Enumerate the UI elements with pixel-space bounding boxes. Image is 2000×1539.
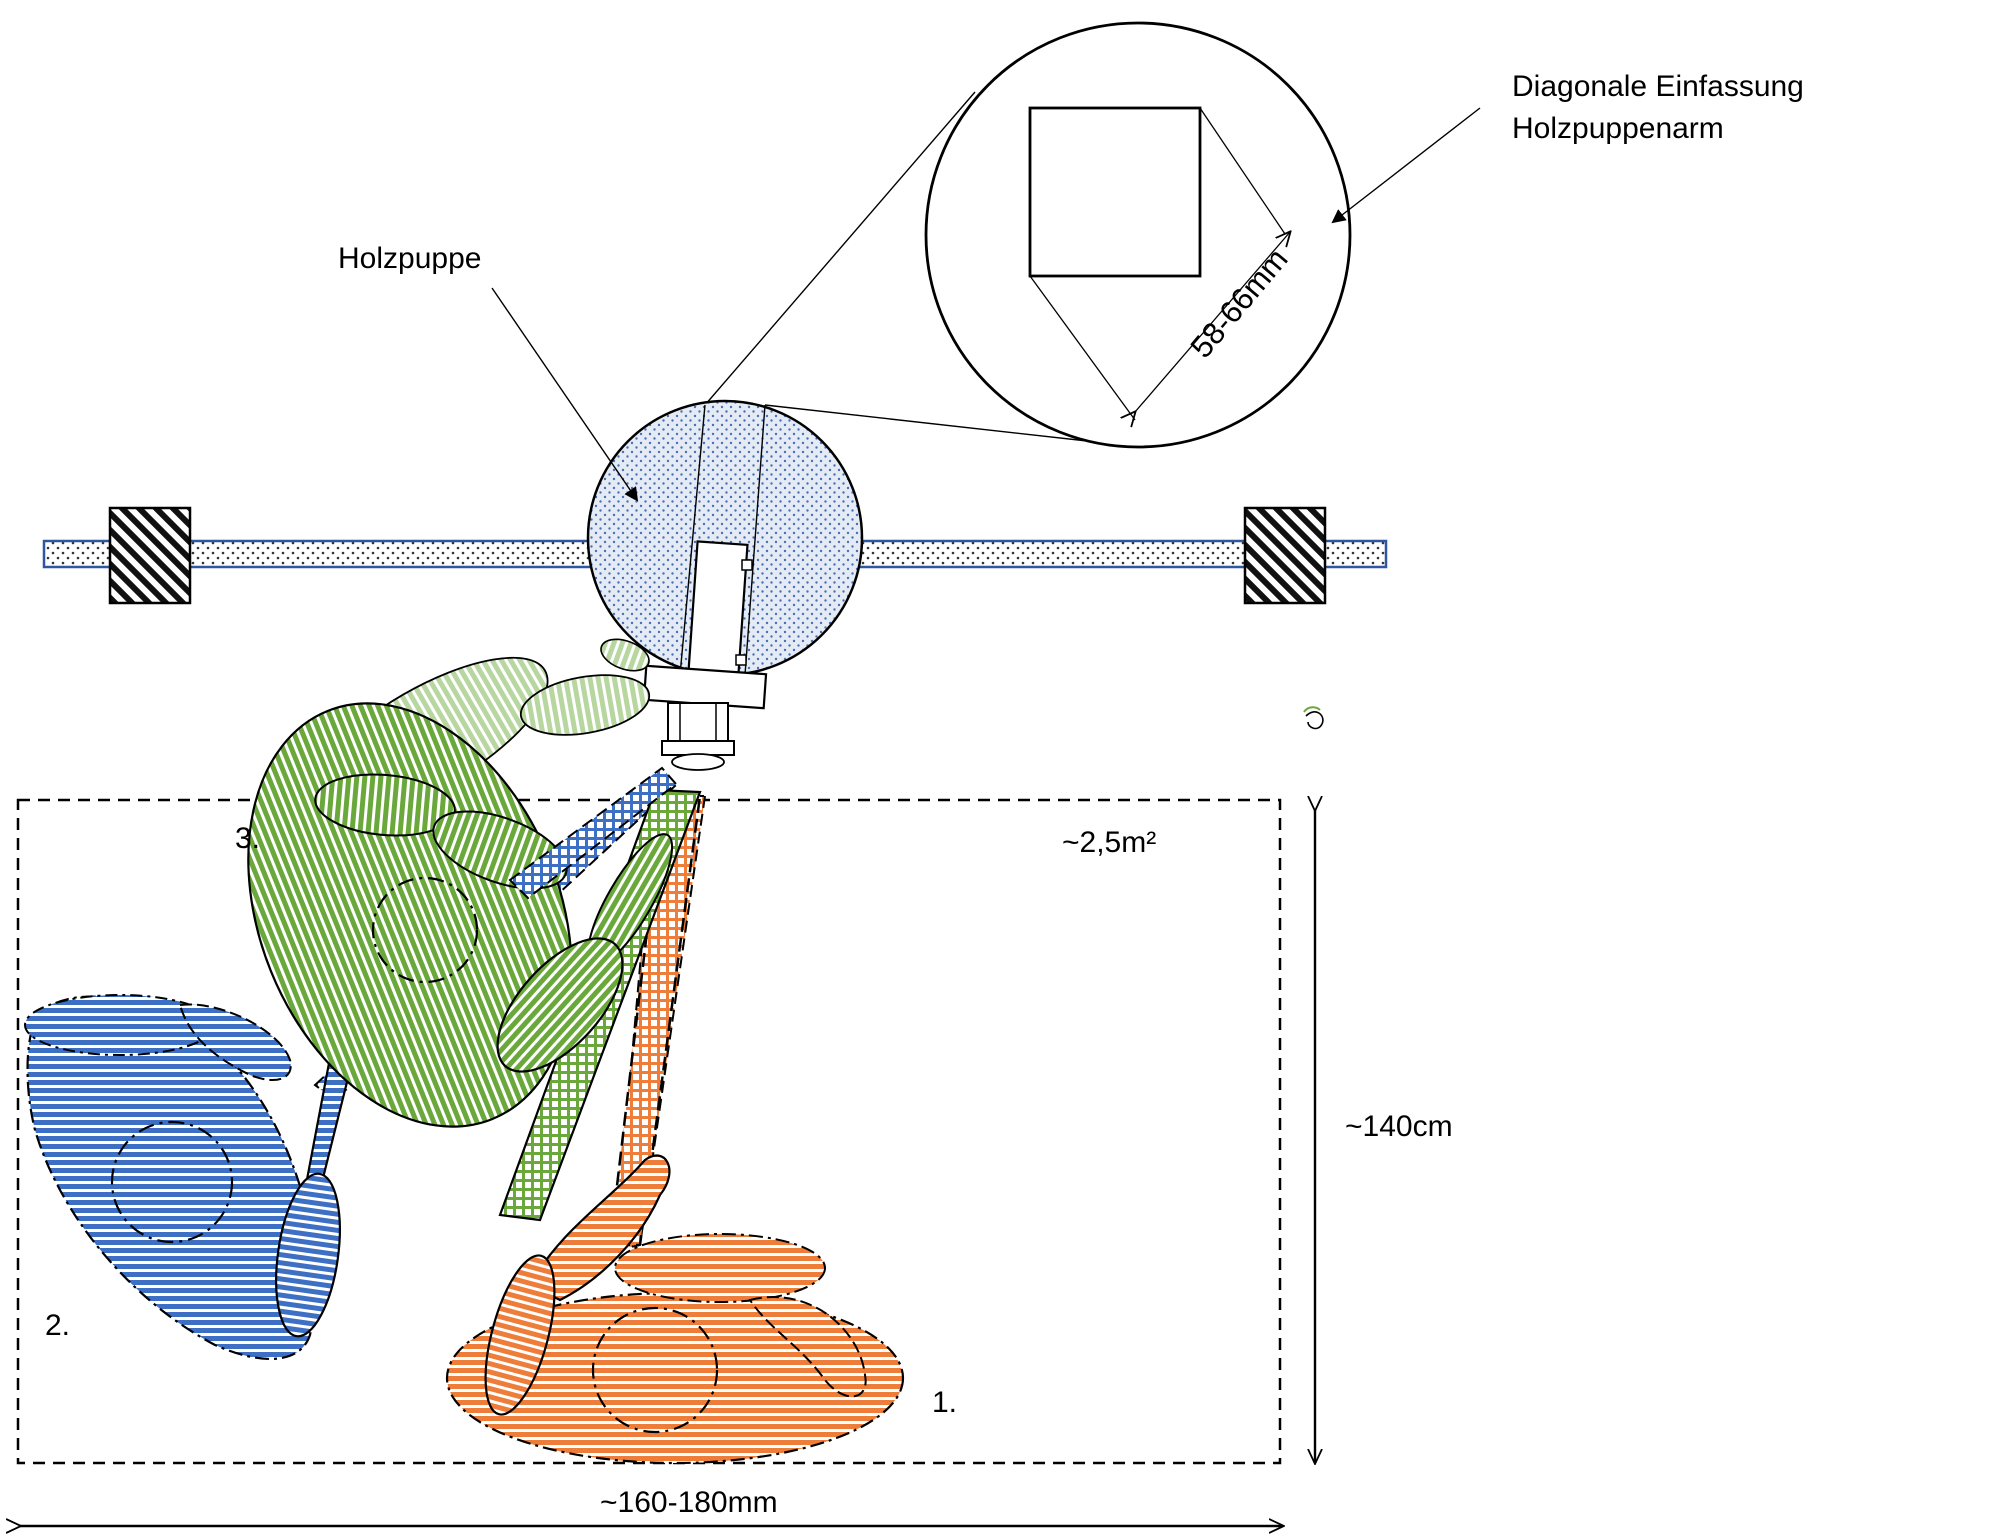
zoom-line-left — [704, 91, 976, 406]
rail-bracket-right — [1243, 506, 1327, 605]
position-3-label: 3. — [235, 822, 260, 855]
detail-title-line1: Diagonale Einfassung — [1512, 70, 1804, 103]
position-1-label: 1. — [932, 1386, 957, 1419]
person-1-shoulder — [528, 1154, 671, 1302]
dummy-arm-socket-notch-1 — [741, 559, 753, 571]
width-label: ~160-180mm — [600, 1486, 778, 1519]
dummy-arm-tip — [671, 753, 725, 771]
small-marker — [1303, 706, 1324, 730]
person-3-green — [247, 638, 702, 1222]
dummy-arm-socket-notch-2 — [735, 654, 747, 666]
detail-callout-arrow — [1331, 107, 1481, 224]
person-1-orange — [445, 794, 905, 1465]
dummy-arm-joint — [667, 702, 729, 742]
person-2-arm-top — [508, 766, 678, 900]
person-3-forearm-light — [519, 674, 651, 736]
dummy-arm-plate — [642, 664, 768, 710]
person-1-left-forearm — [484, 1254, 556, 1416]
detail-title-line2: Holzpuppenarm — [1512, 112, 1724, 145]
dummy-inner-line-left — [679, 404, 706, 676]
detail-dimension-arrow — [1135, 232, 1290, 412]
dummy-inner-line-right — [744, 404, 766, 676]
zoom-line-right — [764, 404, 1106, 444]
dummy-arm-clamp — [661, 740, 735, 756]
detail-arm-square — [1028, 106, 1202, 278]
rail-bracket-left — [108, 506, 192, 605]
area-label: ~2,5m² — [1062, 826, 1156, 859]
person-3-hand-light — [600, 638, 650, 672]
detail-diag-line-2 — [1029, 275, 1136, 421]
position-2-label: 2. — [45, 1309, 70, 1342]
person-2-upper-arm — [178, 1003, 292, 1081]
dummy-label: Holzpuppe — [338, 242, 481, 275]
detail-diag-line-1 — [1199, 107, 1286, 235]
person-3-left-forearm — [496, 937, 624, 1073]
person-3-shoulder — [314, 773, 456, 837]
person-2-head — [110, 1120, 234, 1244]
person-1-upper — [614, 1233, 826, 1303]
person-3-head — [371, 876, 479, 984]
person-1-head — [591, 1306, 719, 1434]
person-1-right-arm — [748, 1296, 867, 1398]
dummy-callout-arrow — [491, 287, 639, 502]
height-label: ~140cm — [1345, 1110, 1453, 1143]
person-2-hand — [275, 1172, 341, 1338]
